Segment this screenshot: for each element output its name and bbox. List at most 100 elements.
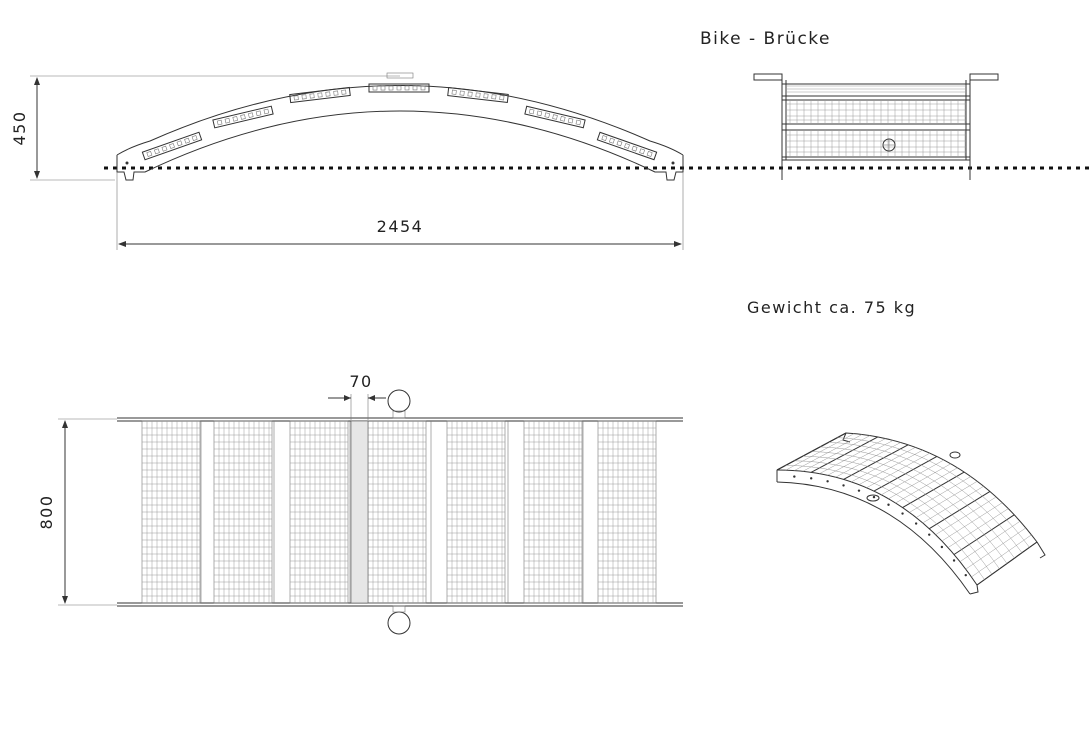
iso-grating-row — [785, 465, 985, 580]
iso-bolt-hole — [940, 545, 944, 549]
side-panel-slot — [483, 93, 489, 99]
length-dimension: 2454 — [116, 172, 684, 250]
side-panel-outline — [368, 83, 430, 93]
side-panel-outline — [447, 87, 509, 103]
side-panel-slot — [380, 85, 386, 91]
side-panel-slot — [301, 94, 307, 100]
side-panel-slot — [420, 85, 426, 91]
length-dimension-label: 2454 — [377, 217, 424, 236]
side-panel-slot — [608, 137, 615, 144]
iso-bolt-hole — [826, 480, 829, 483]
width-dimension-label: 800 — [37, 494, 56, 529]
side-panel-slot — [224, 117, 231, 124]
iso-grating-row — [802, 455, 1000, 570]
side-panel-outline — [524, 105, 586, 129]
side-panel — [524, 105, 586, 129]
isometric-bolt-holes — [793, 475, 967, 577]
iso-bolt-hole — [952, 559, 956, 562]
iso-grating-row — [794, 460, 993, 575]
iso-grating-row — [820, 446, 1015, 559]
isometric-view — [776, 432, 1046, 595]
height-dimension: 450 — [10, 75, 400, 181]
iso-bolt-hole — [964, 573, 967, 577]
side-panel-slot — [646, 150, 653, 157]
end-view — [753, 73, 999, 180]
side-panel-slot — [631, 145, 638, 152]
drawing-title: Bike - Brücke — [700, 29, 831, 49]
side-panel-slot — [388, 85, 394, 91]
side-panel — [289, 86, 351, 104]
side-panel-outline — [141, 131, 203, 161]
side-panel — [141, 131, 203, 161]
side-panel-slot — [325, 91, 331, 97]
side-view — [116, 72, 684, 181]
iso-grating-row — [837, 437, 1030, 548]
top-view-panels — [141, 420, 657, 604]
side-panel-slot — [341, 89, 347, 95]
side-panel-slot — [467, 91, 473, 97]
side-bolt — [125, 161, 129, 165]
side-panel-slot — [216, 119, 223, 126]
side-panel-slot — [372, 85, 378, 91]
side-panel-slot — [404, 85, 410, 91]
side-panel-outline — [596, 131, 658, 161]
side-panel-slot — [459, 90, 465, 96]
height-dimension-label: 450 — [10, 110, 29, 145]
side-panel-outline — [212, 105, 274, 129]
side-panel-slot — [639, 148, 646, 155]
side-panel — [368, 83, 430, 93]
side-bolt — [671, 161, 675, 165]
side-panel-slot — [176, 140, 183, 147]
side-panel-slot — [333, 90, 339, 96]
side-panel-outline — [289, 86, 351, 104]
side-panel-slot — [191, 135, 198, 141]
iso-bolt-hole — [810, 477, 813, 480]
iso-grating-row — [828, 442, 1023, 553]
side-panel-slot — [161, 145, 168, 152]
iso-bolt-hole — [857, 489, 861, 492]
iso-bolt-hole — [872, 495, 876, 499]
side-panel-slot — [624, 143, 630, 149]
side-panel-slot — [499, 95, 505, 101]
side-panel-slot — [491, 94, 497, 100]
side-panel — [447, 87, 509, 103]
isometric-slats — [776, 432, 1038, 586]
side-panel-slot — [184, 137, 191, 144]
side-panel-slot — [601, 135, 608, 142]
side-panel-slot — [293, 95, 299, 101]
iso-bolt-hole — [914, 522, 918, 525]
side-panel — [212, 105, 274, 129]
side-panel-slot — [146, 151, 153, 157]
side-panel-slot — [544, 112, 550, 118]
top-center-gap — [350, 420, 369, 604]
side-panel-slot — [396, 85, 402, 91]
side-panel-slot — [475, 92, 481, 98]
gap-dimension: 70 — [328, 372, 386, 420]
width-dimension: 800 — [37, 418, 117, 606]
side-panel — [596, 131, 658, 161]
side-panel-slot — [616, 140, 623, 147]
side-panel-slot — [248, 112, 254, 118]
weight-note: Gewicht ca. 75 kg — [747, 298, 916, 317]
side-panel-slot — [309, 93, 315, 99]
side-panel-slot — [552, 114, 558, 120]
side-panel-slot — [240, 114, 246, 120]
side-view-panels — [125, 83, 675, 165]
side-panel-slot — [169, 143, 175, 149]
side-panel-slot — [412, 85, 418, 91]
iso-bolt-hole — [901, 512, 904, 515]
side-panel-slot — [451, 89, 457, 95]
side-panel-slot — [567, 117, 574, 124]
side-panel-slot — [153, 148, 160, 155]
iso-bolt-hole — [842, 484, 845, 487]
side-panel-slot — [528, 108, 535, 115]
side-panel-slot — [255, 110, 262, 117]
gap-dimension-label: 70 — [349, 372, 372, 391]
iso-bolt-hole — [793, 475, 796, 478]
top-view — [117, 389, 683, 635]
side-panel-slot — [575, 119, 582, 126]
side-panel-slot — [536, 110, 543, 117]
end-view-grating — [786, 85, 966, 157]
side-panel-slot — [232, 116, 238, 122]
